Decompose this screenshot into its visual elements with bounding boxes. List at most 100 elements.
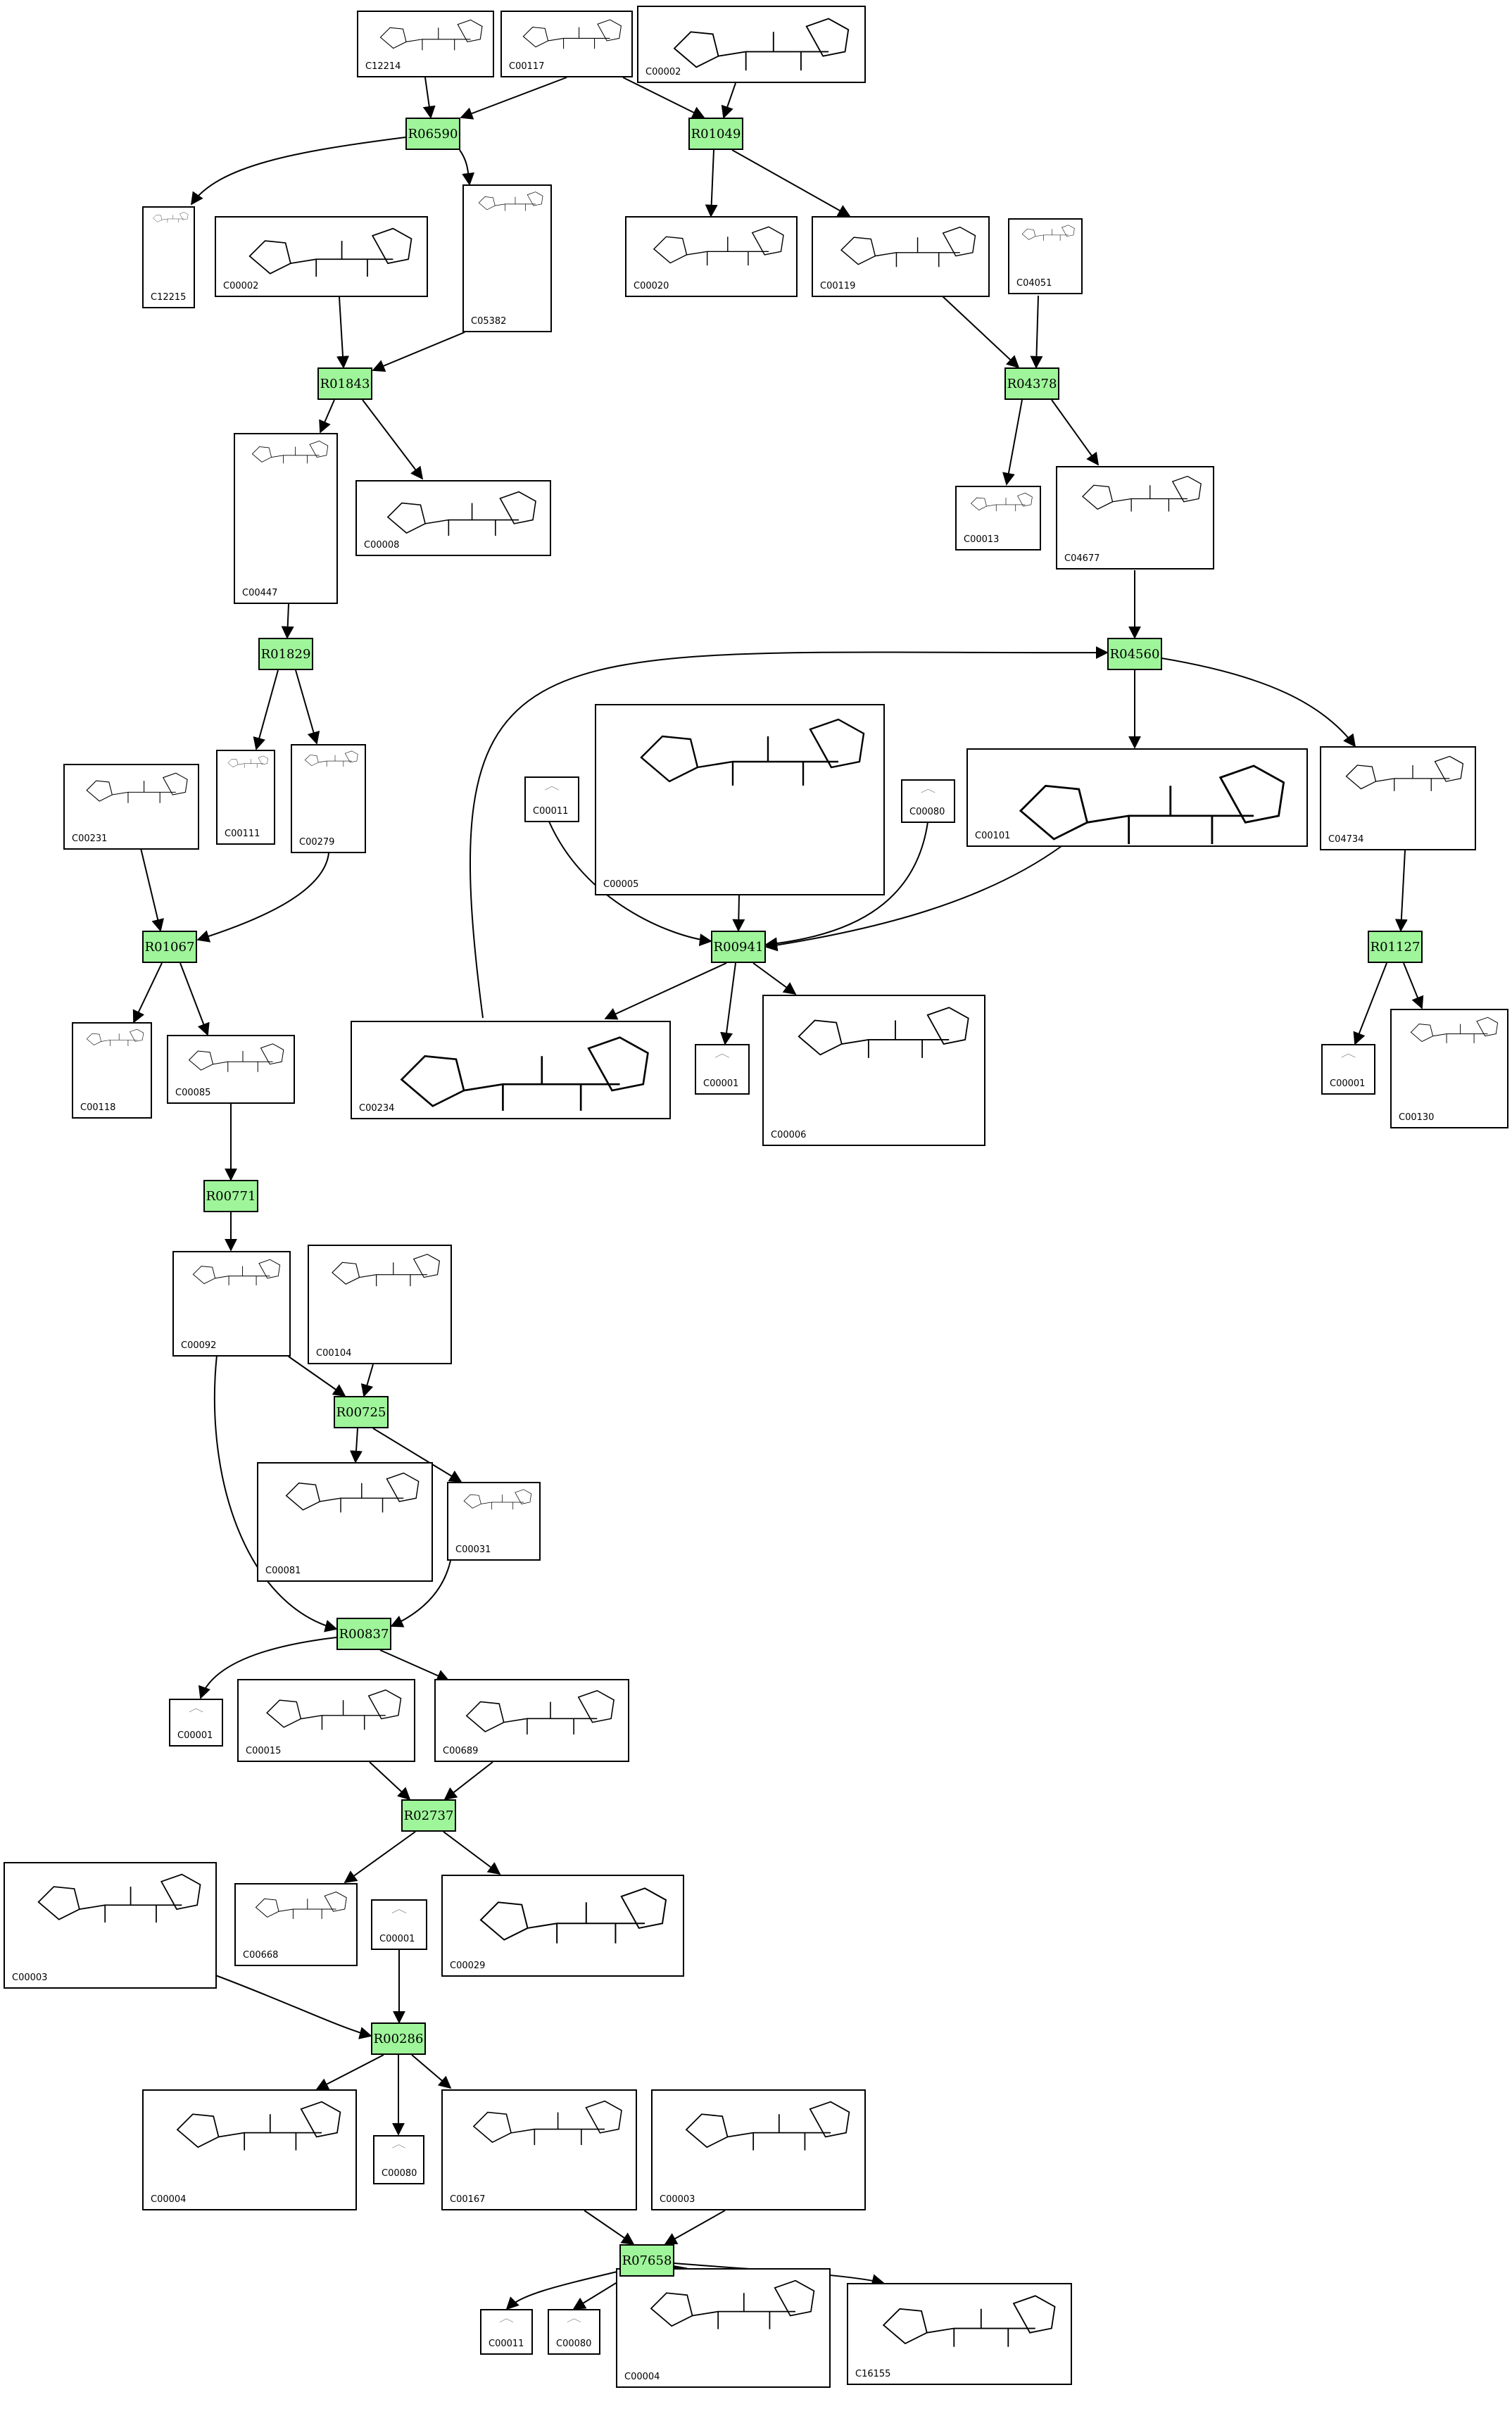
compound-node[interactable]: C04051 xyxy=(1008,218,1083,294)
compound-node[interactable]: C00118 xyxy=(72,1022,152,1119)
molecule-structure-icon xyxy=(251,440,329,464)
compound-id: C00011 xyxy=(489,2339,524,2349)
compound-node[interactable]: C00001 xyxy=(1321,1044,1375,1095)
compound-node[interactable]: C16155 xyxy=(847,2283,1072,2385)
reaction-arrow xyxy=(198,1637,337,1699)
compound-id: C00002 xyxy=(645,67,681,77)
reaction-arrow xyxy=(295,669,320,745)
compound-node[interactable]: C00004 xyxy=(142,2089,357,2210)
reaction-node[interactable]: R04560 xyxy=(1107,638,1162,670)
compound-node[interactable]: C12215 xyxy=(142,206,195,308)
reaction-arrow xyxy=(344,1831,416,1884)
compound-node[interactable]: C00447 xyxy=(234,433,338,604)
compound-id: C00104 xyxy=(316,1348,352,1359)
compound-id: C16155 xyxy=(855,2369,891,2379)
compound-node[interactable]: C00668 xyxy=(234,1883,358,1966)
reaction-arrow xyxy=(1030,295,1043,369)
molecule-structure-icon xyxy=(188,1043,284,1072)
molecule-structure-icon xyxy=(266,1689,402,1730)
molecule-structure-icon xyxy=(304,750,358,767)
compound-node[interactable]: C00002 xyxy=(637,6,866,83)
reaction-node[interactable]: R06590 xyxy=(405,118,460,150)
reaction-arrow xyxy=(443,1761,493,1801)
compound-node[interactable]: C00085 xyxy=(167,1035,295,1104)
compound-node[interactable]: C00117 xyxy=(500,11,633,77)
compound-node[interactable]: C00004 xyxy=(616,2268,831,2388)
compound-node[interactable]: C00011 xyxy=(524,776,579,822)
reaction-node[interactable]: R07658 xyxy=(619,2244,674,2277)
reaction-arrow xyxy=(752,962,797,995)
compound-node[interactable]: C00101 xyxy=(966,748,1308,847)
compound-node[interactable]: C00111 xyxy=(216,750,275,845)
compound-id: C00002 xyxy=(223,281,259,291)
reaction-node[interactable]: R02737 xyxy=(401,1799,456,1832)
compound-node[interactable]: C00119 xyxy=(812,216,990,297)
molecule-structure-icon xyxy=(971,493,1033,512)
reaction-node[interactable]: R01127 xyxy=(1368,931,1423,963)
reaction-arrow xyxy=(584,2210,635,2246)
reaction-node[interactable]: R01067 xyxy=(142,931,197,963)
compound-node[interactable]: C00104 xyxy=(308,1245,452,1364)
reaction-node[interactable]: R04378 xyxy=(1004,367,1059,400)
reaction-arrow xyxy=(443,1831,501,1875)
compound-node[interactable]: C00002 xyxy=(215,216,428,297)
reaction-node[interactable]: R01049 xyxy=(688,118,743,150)
molecule-structure-icon xyxy=(227,755,268,768)
compound-id: C00447 xyxy=(242,588,278,598)
compound-id: C00011 xyxy=(533,806,569,817)
compound-node[interactable]: C05382 xyxy=(462,184,552,332)
compound-node[interactable]: C00006 xyxy=(762,995,985,1146)
compound-node[interactable]: C00279 xyxy=(291,744,366,853)
compound-node[interactable]: C12214 xyxy=(357,11,494,77)
molecule-structure-icon xyxy=(153,212,189,223)
compound-node[interactable]: C00167 xyxy=(441,2089,637,2210)
compound-node[interactable]: C00080 xyxy=(373,2135,424,2184)
compound-node[interactable]: C00011 xyxy=(480,2309,533,2355)
compound-node[interactable]: C00020 xyxy=(625,216,798,297)
compound-node[interactable]: C00031 xyxy=(447,1482,541,1561)
compound-node[interactable]: C00130 xyxy=(1390,1009,1508,1128)
reaction-arrow xyxy=(604,962,727,1020)
compound-node[interactable]: C00013 xyxy=(955,486,1041,550)
compound-node[interactable]: C00001 xyxy=(695,1044,750,1095)
compound-node[interactable]: C04734 xyxy=(1320,746,1476,850)
compound-node[interactable]: C00029 xyxy=(441,1875,684,1977)
compound-node[interactable]: C00015 xyxy=(237,1679,415,1762)
compound-node[interactable]: C00001 xyxy=(371,1899,427,1950)
compound-id: C04677 xyxy=(1064,553,1100,564)
compound-node[interactable]: C00689 xyxy=(434,1679,629,1762)
compound-node[interactable]: C00080 xyxy=(901,779,955,823)
compound-id: C00003 xyxy=(660,2194,695,2205)
molecule-structure-icon xyxy=(463,1489,532,1510)
compound-id: C00006 xyxy=(771,1130,807,1140)
compound-node[interactable]: C00092 xyxy=(172,1251,291,1357)
reaction-node[interactable]: R01829 xyxy=(258,638,313,670)
compound-id: C00689 xyxy=(443,1746,479,1756)
reaction-node[interactable]: R01843 xyxy=(317,367,372,400)
molecule-structure-icon xyxy=(653,226,784,266)
reaction-node[interactable]: R00286 xyxy=(371,2022,426,2055)
compound-node[interactable]: C00001 xyxy=(169,1699,223,1747)
compound-id: C00003 xyxy=(12,1972,48,1983)
reaction-arrow xyxy=(140,848,164,932)
compound-node[interactable]: C00008 xyxy=(355,480,551,556)
reaction-arrow xyxy=(1394,850,1408,932)
compound-node[interactable]: C00005 xyxy=(595,704,885,895)
reaction-node[interactable]: R00837 xyxy=(336,1618,391,1650)
compound-node[interactable]: C00234 xyxy=(351,1021,671,1119)
compound-node[interactable]: C00231 xyxy=(63,764,199,850)
reaction-node[interactable]: R00771 xyxy=(203,1180,258,1212)
compound-node[interactable]: C04677 xyxy=(1056,466,1214,570)
reaction-node[interactable]: R00725 xyxy=(334,1396,389,1428)
reaction-arrow xyxy=(319,399,335,434)
compound-node[interactable]: C00003 xyxy=(651,2089,866,2210)
molecule-structure-icon xyxy=(1341,1053,1356,1058)
reaction-arrow xyxy=(372,332,465,372)
compound-node[interactable]: C00081 xyxy=(257,1462,433,1582)
compound-node[interactable]: C00003 xyxy=(4,1862,217,1989)
reaction-node[interactable]: R00941 xyxy=(711,931,766,963)
molecule-structure-icon xyxy=(685,2101,850,2151)
molecule-structure-icon xyxy=(176,2101,341,2151)
compound-node[interactable]: C00080 xyxy=(548,2309,600,2355)
compound-id: C00005 xyxy=(603,879,639,890)
